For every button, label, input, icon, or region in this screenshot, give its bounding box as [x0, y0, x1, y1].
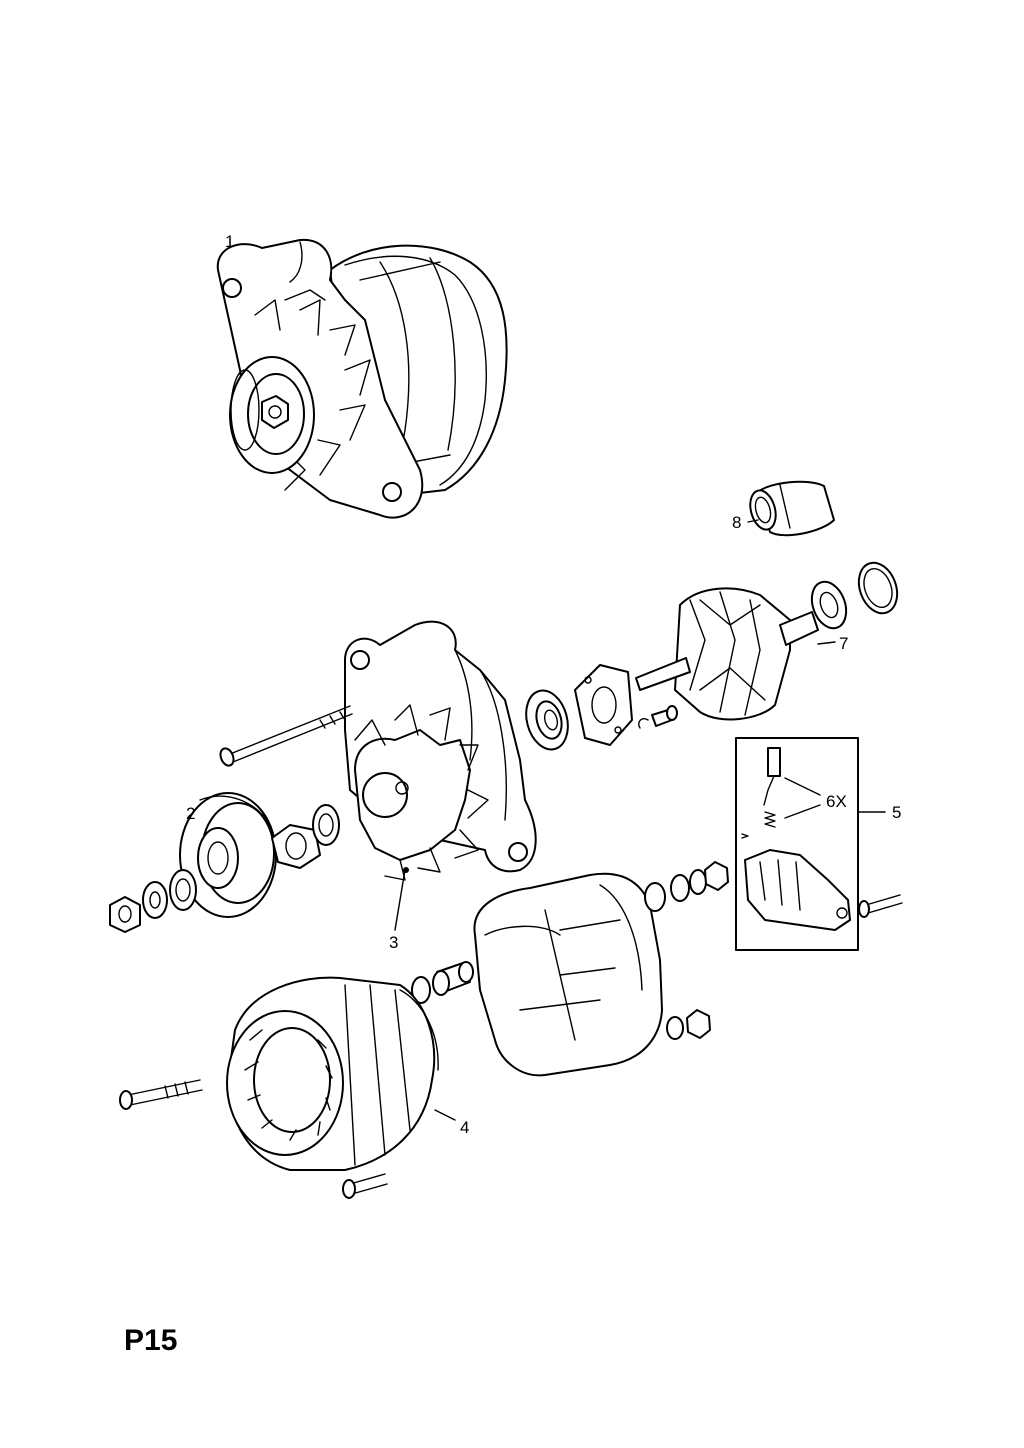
callout-2: 2	[186, 804, 196, 823]
stator-screws	[119, 1079, 388, 1199]
rotor-part-7	[635, 561, 899, 721]
slip-ring-end-housing	[411, 861, 729, 1077]
callout-7: 7	[839, 634, 849, 653]
brush-holder-inset	[735, 737, 903, 951]
bush-sleeve-part-8	[749, 480, 835, 537]
stator-part-4	[226, 976, 439, 1171]
page-code: P15	[124, 1324, 178, 1357]
callout-8: 8	[732, 513, 742, 532]
pulley-hardware	[109, 804, 340, 933]
callout-1: 1	[225, 232, 235, 251]
drive-end-bearing	[525, 689, 569, 751]
bearing-retainer-plate	[574, 664, 678, 746]
callout-4: 4	[460, 1118, 470, 1137]
alternator-assembly	[216, 238, 508, 519]
callout-6x: 6X	[826, 792, 847, 811]
pulley-part-2	[179, 792, 277, 918]
callout-5: 5	[892, 803, 902, 822]
drive-end-housing	[219, 620, 537, 881]
leader-lines	[394, 519, 886, 1121]
callout-3: 3	[389, 933, 399, 952]
